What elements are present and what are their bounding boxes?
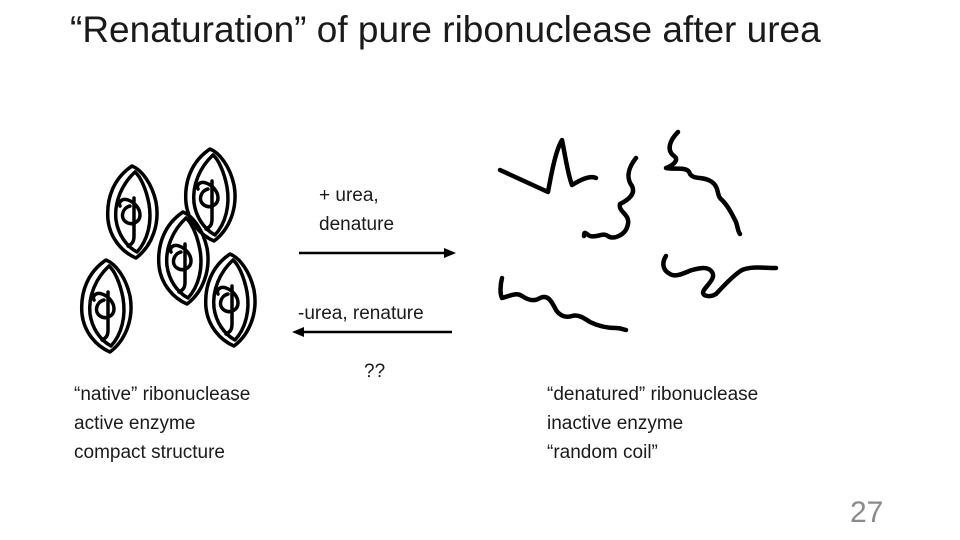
folded-loop-icon — [79, 258, 133, 354]
denatured-caption-line3: “random coil” — [547, 442, 658, 463]
denatured-caption-line2: inactive enzyme — [547, 413, 684, 434]
random-coil-icon — [663, 129, 743, 237]
native-proteins — [79, 147, 257, 354]
slide-number: 27 — [850, 496, 884, 529]
denature-label: + urea, denature — [319, 181, 394, 239]
random-coil-icon — [661, 253, 779, 299]
folded-loop-icon — [105, 164, 159, 260]
renature-arrow — [292, 327, 452, 337]
renature-label: -urea, renature — [298, 303, 424, 324]
random-coil-icon — [498, 275, 629, 333]
native-caption: “native” ribonuclease active enzyme comp… — [74, 380, 250, 467]
renature-question: ?? — [364, 361, 386, 382]
native-caption-line2: active enzyme — [74, 413, 196, 434]
native-caption-line3: compact structure — [74, 442, 225, 463]
random-coil-icon — [497, 137, 599, 195]
denatured-caption: “denatured” ribonuclease inactive enzyme… — [547, 380, 758, 467]
denatured-strands — [497, 129, 779, 333]
native-caption-line1: “native” ribonuclease — [74, 384, 251, 405]
folded-loop-icon — [156, 210, 210, 306]
folded-loop-icon — [203, 252, 257, 348]
denature-arrow — [299, 248, 456, 258]
denatured-caption-line1: “denatured” ribonuclease — [547, 384, 759, 405]
slide-title: “Renaturation” of pure ribonuclease afte… — [70, 9, 821, 50]
denature-label-line2: denature — [319, 214, 395, 235]
random-coil-icon — [581, 155, 639, 240]
denature-label-line1: + urea, — [319, 185, 379, 206]
